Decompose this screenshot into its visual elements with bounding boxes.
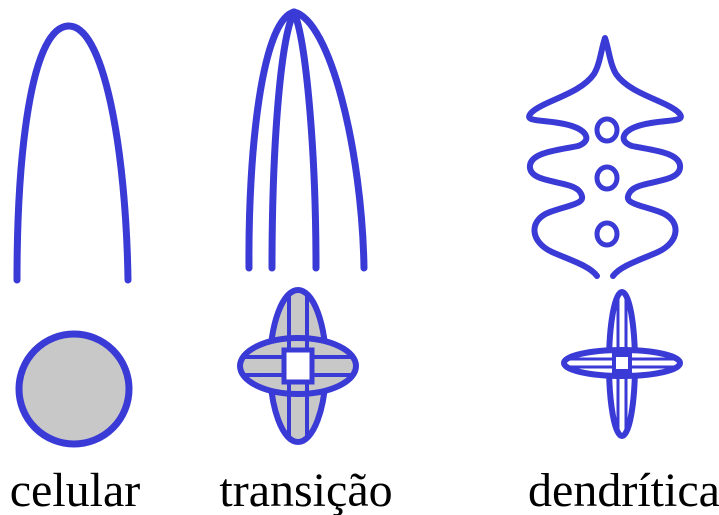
cellular-tip-profile — [17, 26, 128, 280]
transition-cross-section — [240, 290, 356, 442]
dendritic-hole-middle — [597, 167, 617, 189]
transition-label: transição — [219, 464, 392, 515]
transition-inner-right-curve — [294, 12, 316, 268]
transition-core-square — [284, 350, 312, 382]
cellular-label: celular — [10, 464, 141, 515]
dendritic-column: dendrítica — [528, 38, 719, 515]
dendritic-cross-section — [564, 292, 680, 436]
dendritic-hole-top — [597, 119, 617, 141]
dendritic-hole-bottom — [597, 223, 617, 245]
dendritic-core-square — [614, 355, 630, 371]
transition-inner-left-curve — [272, 12, 294, 268]
cellular-column: celular — [10, 26, 141, 515]
transition-column: transição — [219, 12, 392, 515]
dendritic-label: dendrítica — [528, 464, 719, 515]
transition-tip-profile — [249, 12, 364, 268]
cellular-cross-section — [19, 334, 129, 444]
